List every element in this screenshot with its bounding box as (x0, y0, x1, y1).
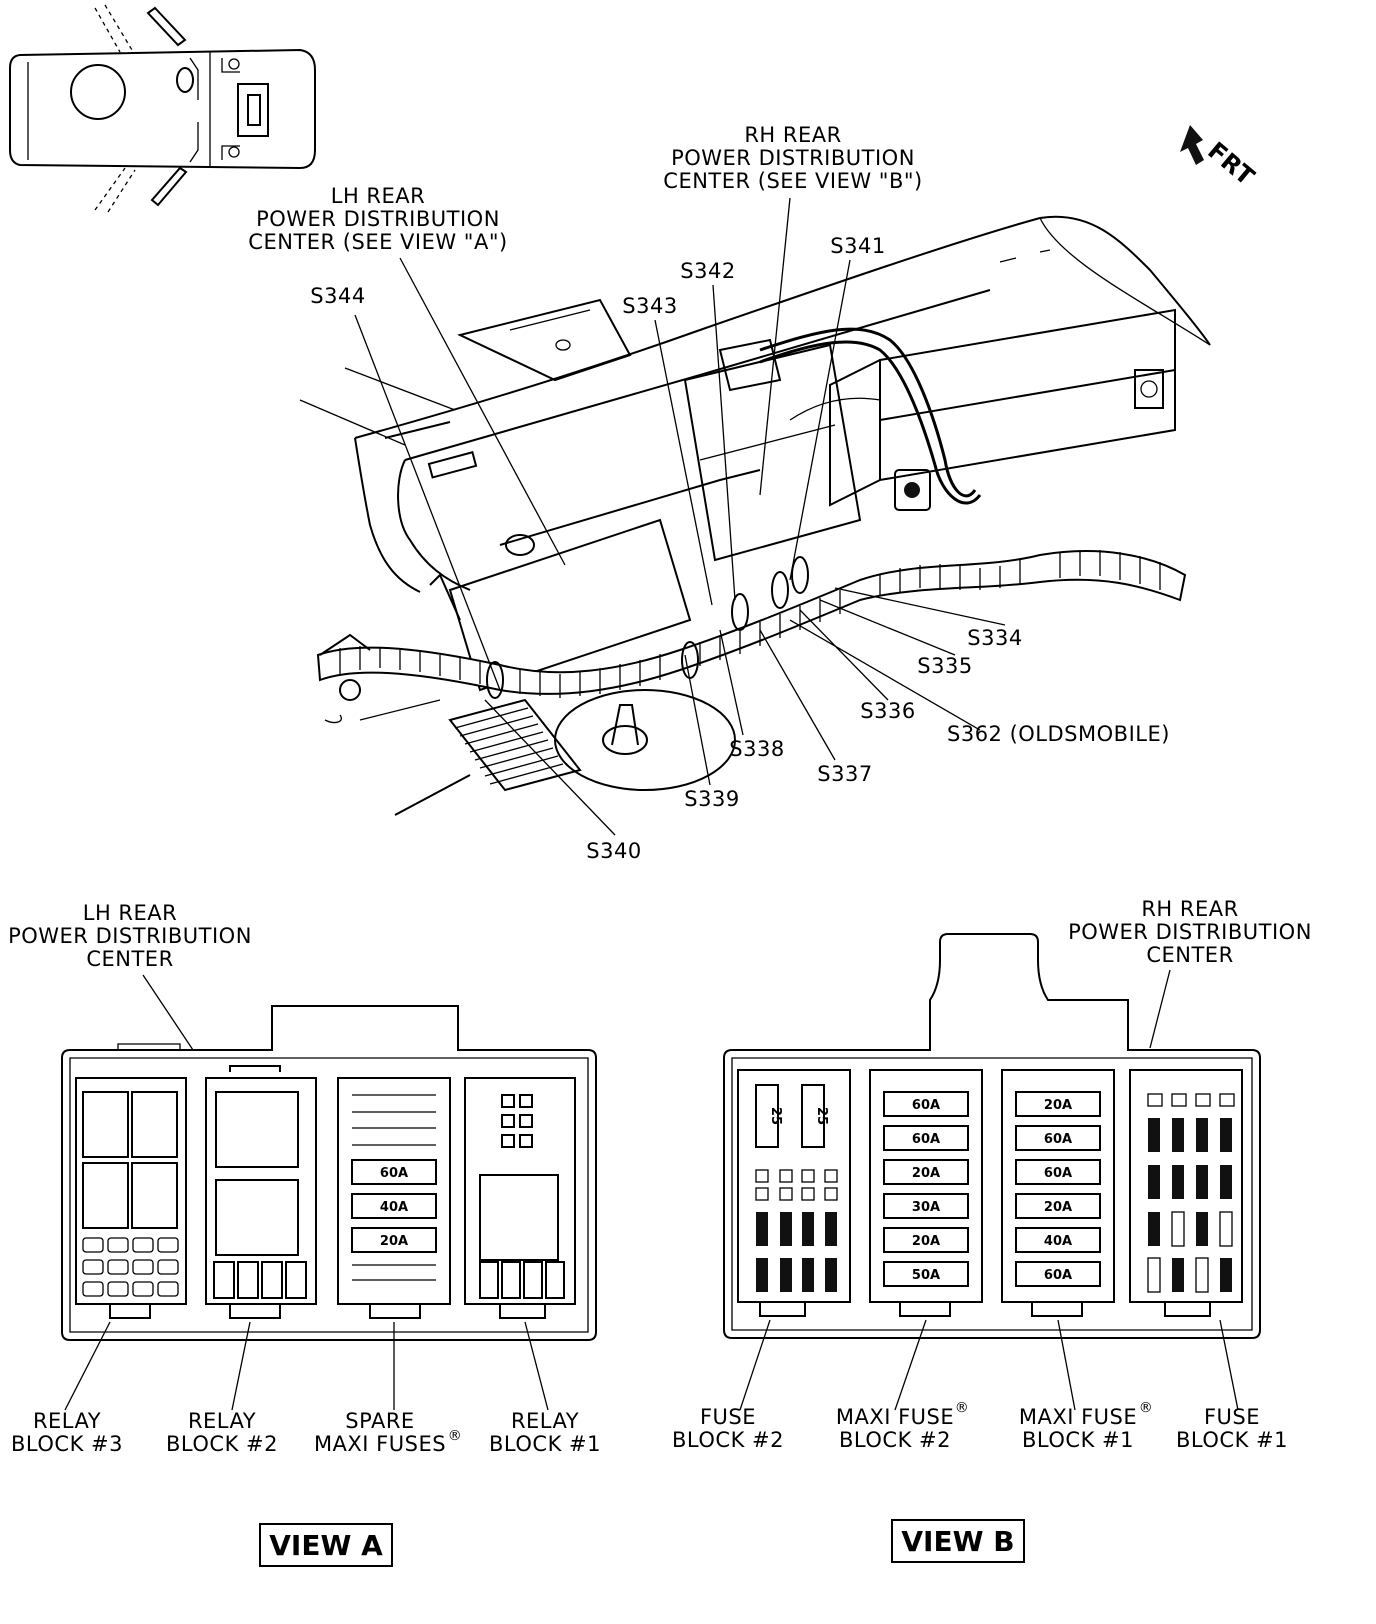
lh-rear-pdc-callout: LH REAR POWER DISTRIBUTION CENTER (SEE V… (248, 184, 507, 254)
spare-maxi-fuses-label: SPARE (345, 1409, 414, 1433)
svg-text:60A: 60A (912, 1132, 940, 1147)
spare-maxi-fuses: 60A 40A 20A (337, 1077, 451, 1319)
svg-text:CENTER: CENTER (86, 947, 173, 971)
harness-corrugation (339, 550, 1161, 698)
svg-text:50A: 50A (912, 1268, 940, 1283)
view-a-panel: LH REAR POWER DISTRIBUTION CENTER (8, 901, 601, 1567)
relay-block-1-label: RELAY (511, 1409, 579, 1433)
maxi-fuse-block-1: 20A 60A 60A 20A 40A 60A (1001, 1069, 1115, 1317)
splice-s334-label: S334 (967, 626, 1022, 650)
splice-s335-label: S335 (917, 654, 972, 678)
svg-text:POWER DISTRIBUTION: POWER DISTRIBUTION (1068, 920, 1312, 944)
splice-s343-label: S343 (622, 294, 677, 318)
maxi-fuse-block-1-label: MAXI FUSE (1019, 1405, 1137, 1429)
svg-text:LH REAR: LH REAR (83, 901, 177, 925)
view-a-title: VIEW A (269, 1529, 383, 1562)
splice-s362-label: S362 (OLDSMOBILE) (947, 722, 1170, 746)
svg-text:BLOCK #1: BLOCK #1 (489, 1432, 601, 1456)
svg-text:BLOCK #3: BLOCK #3 (11, 1432, 123, 1456)
callout-leader-lines (354, 197, 1006, 836)
svg-text:40A: 40A (1044, 1234, 1072, 1249)
fuse-25-right: 25 (814, 1107, 829, 1125)
svg-text:BLOCK #2: BLOCK #2 (166, 1432, 278, 1456)
svg-text:CENTER (SEE VIEW "A"): CENTER (SEE VIEW "A") (248, 230, 507, 254)
fuse-block-1-label: FUSE (1204, 1405, 1260, 1429)
spare-fuse-60a: 60A (380, 1166, 408, 1181)
relay-block-3 (75, 1077, 187, 1319)
fuse-25-left: 25 (768, 1107, 783, 1125)
splice-s341-label: S341 (830, 234, 885, 258)
rh-rear-pdc-callout: RH REAR POWER DISTRIBUTION CENTER (SEE V… (663, 123, 922, 193)
svg-text:POWER DISTRIBUTION: POWER DISTRIBUTION (671, 146, 915, 170)
splice-s342-label: S342 (680, 259, 735, 283)
svg-text:CENTER (SEE VIEW "B"): CENTER (SEE VIEW "B") (663, 169, 922, 193)
relay-block-2 (205, 1065, 317, 1319)
splice-s339-label: S339 (684, 787, 739, 811)
fuse-block-2-label: FUSE (700, 1405, 756, 1429)
svg-text:®: ® (955, 1400, 970, 1416)
fuse-block-1 (1129, 1069, 1243, 1317)
maxi-fuse-block-2: 60A 60A 20A 30A 20A 50A (869, 1069, 983, 1317)
relay-block-3-label: RELAY (33, 1409, 101, 1433)
view-b-title: VIEW B (901, 1525, 1014, 1558)
svg-text:CENTER: CENTER (1146, 943, 1233, 967)
svg-text:MAXI FUSES: MAXI FUSES (314, 1432, 446, 1456)
maxi-fuse-block-2-label: MAXI FUSE (836, 1405, 954, 1429)
splice-s340-label: S340 (586, 839, 641, 863)
splice-s336-label: S336 (860, 699, 915, 723)
svg-text:30A: 30A (912, 1200, 940, 1215)
svg-text:20A: 20A (1044, 1098, 1072, 1113)
svg-text:BLOCK #2: BLOCK #2 (839, 1428, 951, 1452)
svg-text:60A: 60A (1044, 1166, 1072, 1181)
svg-text:20A: 20A (912, 1166, 940, 1181)
vehicle-location-icon (9, 4, 316, 213)
front-direction-arrow-icon: FRT (1180, 125, 1260, 191)
splice-s338-label: S338 (729, 737, 784, 761)
relay-block-2-label: RELAY (188, 1409, 256, 1433)
splice-s344-label: S344 (310, 284, 365, 308)
svg-text:RH REAR: RH REAR (1141, 897, 1238, 921)
svg-text:RH REAR: RH REAR (744, 123, 841, 147)
svg-text:20A: 20A (912, 1234, 940, 1249)
striped-bracket (448, 698, 582, 792)
spare-fuse-40a: 40A (380, 1200, 408, 1215)
svg-text:POWER DISTRIBUTION: POWER DISTRIBUTION (256, 207, 500, 231)
front-arrow-label: FRT (1202, 137, 1260, 192)
svg-text:LH REAR: LH REAR (331, 184, 425, 208)
spare-fuse-20a: 20A (380, 1234, 408, 1249)
svg-text:20A: 20A (1044, 1200, 1072, 1215)
svg-text:60A: 60A (912, 1098, 940, 1113)
svg-text:60A: 60A (1044, 1268, 1072, 1283)
fuse-block-2: 25 25 (737, 1069, 851, 1317)
svg-text:®: ® (1139, 1400, 1154, 1416)
svg-text:®: ® (448, 1428, 463, 1444)
svg-text:BLOCK #1: BLOCK #1 (1022, 1428, 1134, 1452)
svg-text:POWER DISTRIBUTION: POWER DISTRIBUTION (8, 924, 252, 948)
view-b-panel: RH REAR POWER DISTRIBUTION CENTER 25 25 (672, 897, 1312, 1563)
splice-s337-label: S337 (817, 762, 872, 786)
relay-block-1 (464, 1077, 576, 1319)
svg-text:60A: 60A (1044, 1132, 1072, 1147)
svg-text:BLOCK #2: BLOCK #2 (672, 1428, 784, 1452)
svg-text:BLOCK #1: BLOCK #1 (1176, 1428, 1288, 1452)
rear-compartment-illustration (299, 215, 1211, 816)
